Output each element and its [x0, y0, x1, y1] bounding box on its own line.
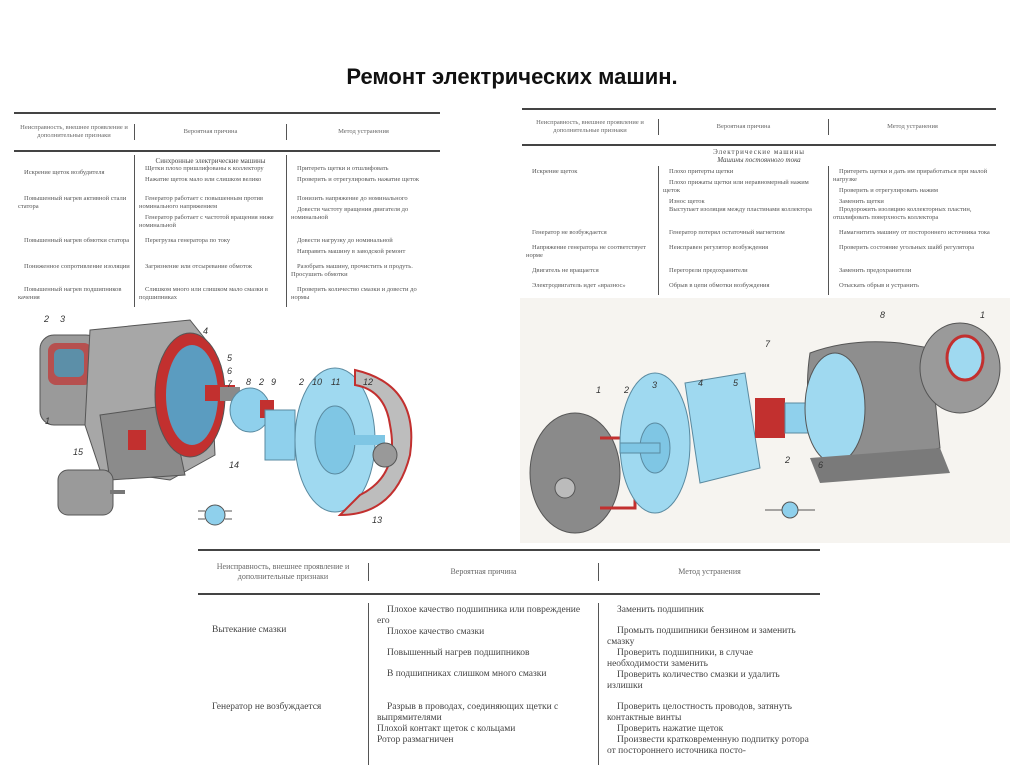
fault-cell: Генератор не возбуждается	[212, 702, 322, 712]
remedy-cell: Довести нагрузку до номинальной Направит…	[286, 235, 440, 261]
table-header: Неисправность, внешнее проявление и допо…	[14, 112, 440, 152]
cause-cell: Слишком много или слишком мало смазки в …	[134, 284, 286, 307]
fault-cell: Двигатель не вращается	[532, 267, 599, 274]
header-fault: Неисправность, внешнее проявление и допо…	[536, 119, 644, 134]
table-row: Искрение щеток возбудителя Синхронные эл…	[14, 155, 440, 189]
header-cause: Вероятная причина	[134, 124, 286, 140]
synchronous-generator-illustration	[39, 319, 413, 526]
remedy-cell: Отыскать обрыв и устранить	[828, 280, 996, 295]
header-fault: Неисправность, внешнее проявление и допо…	[20, 124, 128, 139]
fault-cell: Повышенный нагрев подшипников качения	[18, 286, 122, 301]
cause-cell: Синхронные электрические машины Щетки пл…	[134, 155, 286, 189]
part-label: 3	[652, 380, 658, 390]
remedy-cell: Проверить целостность проводов, затянуть…	[598, 700, 820, 765]
fault-cell: Вытекание смазки	[212, 625, 287, 635]
fault-cell: Напряжение генератора не соответствует н…	[526, 244, 646, 259]
part-label: 3	[60, 314, 66, 324]
header-cause: Вероятная причина	[368, 563, 598, 581]
dc-machine-illustration	[520, 298, 1010, 543]
page-title: Ремонт электрических машин.	[346, 64, 678, 89]
part-label: 9	[271, 377, 277, 387]
table-row: Генератор не возбуждается Разрыв в прово…	[198, 700, 820, 765]
table-row: Генератор не возбуждается Генератор поте…	[522, 227, 996, 242]
section-title: Синхронные электрические машины	[155, 157, 266, 165]
table-header: Неисправность, внешнее проявление и допо…	[198, 549, 820, 595]
part-label: 7	[227, 379, 233, 389]
fault-cell: Повышенный нагрев обмотки статора	[24, 237, 130, 244]
table-row: Повышенный нагрев активной стали статора…	[14, 189, 440, 235]
cause-cell: Загрязнение или отсыревание обмоток	[134, 261, 286, 284]
part-label: 4	[203, 326, 209, 336]
bearings-table: Неисправность, внешнее проявление и допо…	[198, 549, 820, 765]
fault-cell: Пониженное сопротивление изоляции	[24, 263, 130, 270]
table-row: Повышенный нагрев обмотки статора Перегр…	[14, 235, 440, 261]
cause-cell: Неисправен регулятор возбуждения	[658, 242, 828, 265]
remedy-cell: Притереть щетки и отшлифовать Проверить …	[286, 155, 440, 189]
part-label: 2	[785, 455, 791, 465]
header-remedy: Метод устранения	[286, 124, 440, 140]
fault-cell: Электродвигатель идет «вразнос»	[532, 282, 626, 289]
part-label: 1	[45, 416, 51, 426]
remedy-cell: Притереть щетки и дать им приработаться …	[828, 166, 996, 227]
header-fault: Неисправность, внешнее проявление и допо…	[216, 562, 350, 581]
cause-cell: Перегрузка генератора по току	[134, 235, 286, 261]
part-label: 2	[44, 314, 50, 324]
part-label: 10	[312, 377, 323, 387]
header-remedy: Метод устранения	[828, 119, 996, 135]
part-label: 8	[880, 310, 886, 320]
part-label: 6	[818, 460, 824, 470]
remedy-cell: Намагнитить машину от постороннего источ…	[828, 227, 996, 242]
table-row: Напряжение генератора не соответствует н…	[522, 242, 996, 265]
table-row: Вытекание смазки Плохое качество подшипн…	[198, 603, 820, 700]
remedy-cell: Заменить предохранители	[828, 265, 996, 280]
table-row: Электродвигатель идет «вразнос» Обрыв в …	[522, 280, 996, 295]
table-row: Искрение щеток Плохо притерты щетки Плох…	[522, 166, 996, 227]
part-label: 15	[73, 447, 84, 457]
remedy-cell: Заменить подшипник Промыть подшипники бе…	[598, 603, 820, 700]
dc-machines-table: Неисправность, внешнее проявление и допо…	[522, 108, 996, 295]
cause-cell: Генератор работает с повышенным против н…	[134, 189, 286, 235]
part-label: 1	[596, 385, 602, 395]
remedy-cell: Проверить количество смазки и довести до…	[286, 284, 440, 307]
part-label: 5	[733, 378, 739, 388]
part-label: 2	[624, 385, 630, 395]
cause-cell: Плохо притерты щетки Плохо прижаты щетки…	[658, 166, 828, 227]
remedy-cell: Разобрать машину, прочистить и продуть. …	[286, 261, 440, 284]
table-row: Двигатель не вращается Перегорели предох…	[522, 265, 996, 280]
part-label: 12	[363, 377, 374, 387]
cause-cell: Плохое качество подшипника или поврежден…	[368, 603, 598, 700]
fault-cell: Искрение щеток возбудителя	[24, 169, 105, 176]
section-title: Электрические машины	[713, 148, 805, 156]
part-label: 6	[227, 366, 233, 376]
cause-cell: Разрыв в проводах, соединяющих щетки с в…	[368, 700, 598, 765]
cause-cell: Обрыв в цепи обмотки возбуждения	[658, 280, 828, 295]
cause-cell: Генератор потерял остаточный магнетизм	[658, 227, 828, 242]
cause-cell: Перегорели предохранители	[658, 265, 828, 280]
part-label: 8	[246, 377, 252, 387]
fault-cell: Повышенный нагрев активной стали статора	[18, 195, 127, 210]
synchronous-machines-table: Неисправность, внешнее проявление и допо…	[14, 112, 440, 307]
part-label: 13	[372, 515, 383, 525]
fault-cell: Генератор не возбуждается	[532, 229, 607, 236]
part-label: 11	[331, 377, 341, 387]
table-row: Пониженное сопротивление изоляции Загряз…	[14, 261, 440, 284]
header-remedy: Метод устранения	[598, 563, 820, 581]
remedy-cell: Понизить напряжение до номинального Дове…	[286, 189, 440, 235]
part-label: 4	[698, 378, 704, 388]
table-header: Неисправность, внешнее проявление и допо…	[522, 108, 996, 146]
fault-cell: Искрение щеток	[532, 168, 578, 175]
subsection-title: Машины постоянного тока	[717, 156, 801, 164]
header-cause: Вероятная причина	[658, 119, 828, 135]
part-label: 14	[229, 460, 240, 470]
part-label: 5	[227, 353, 233, 363]
part-label: 2	[299, 377, 305, 387]
remedy-cell: Проверить состояние угольных шайб регуля…	[828, 242, 996, 265]
part-label: 2	[259, 377, 265, 387]
part-label: 7	[765, 339, 771, 349]
table-row: Повышенный нагрев подшипников качения Сл…	[14, 284, 440, 307]
part-label: 1	[980, 310, 986, 320]
